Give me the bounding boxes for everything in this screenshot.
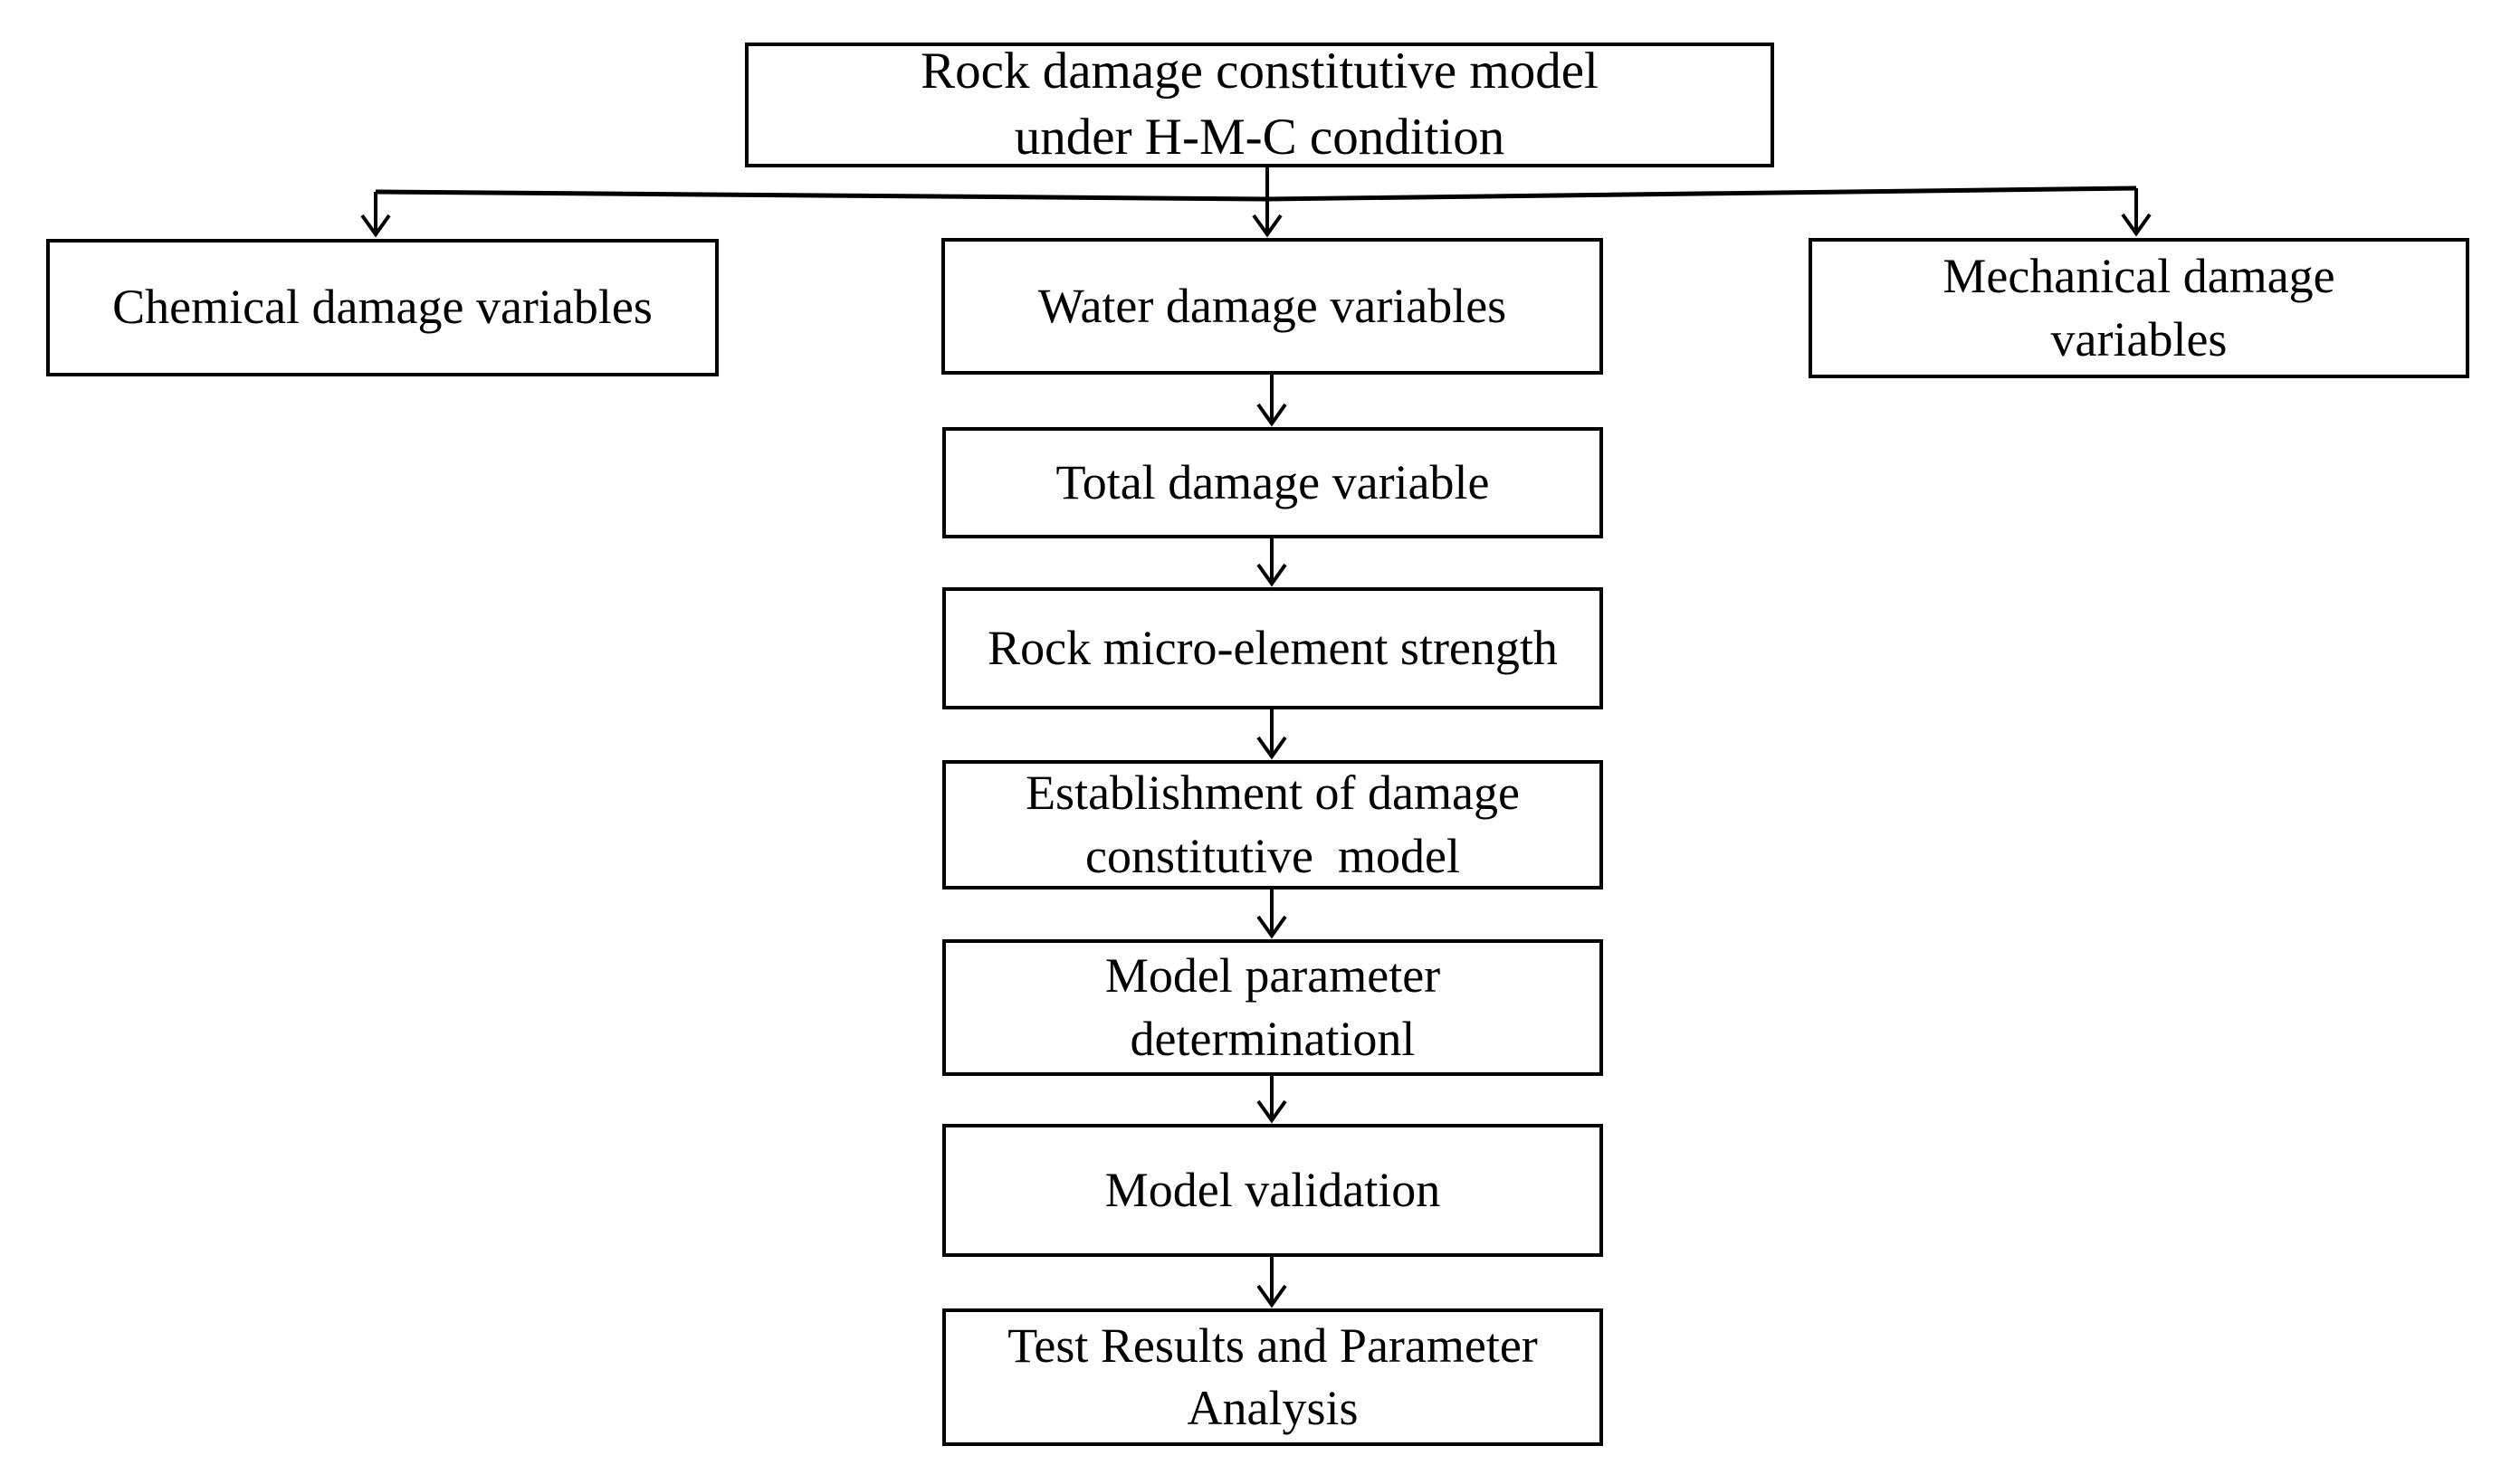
flow-box-chemical-damage-variables: Chemical damage variables	[46, 239, 719, 376]
flow-box-model-parameter-determination: Model parameter determinationl	[942, 939, 1603, 1076]
arrowhead-validation-icon	[1256, 1099, 1287, 1124]
flow-box-water-label: Water damage variables	[1037, 278, 1507, 333]
flow-box-establishment-of-damage-model: Establishment of damage constitutive mod…	[942, 760, 1603, 889]
arrowhead-test-icon	[1256, 1284, 1287, 1308]
flow-box-parameter-label: Model parameter determinationl	[1104, 948, 1441, 1066]
flow-box-rock-micro-element-strength: Rock micro-element strength	[942, 587, 1603, 709]
flow-box-micro-label: Rock micro-element strength	[988, 620, 1558, 675]
flow-box-root-label: Rock damage constitutive model under H-M…	[921, 43, 1599, 166]
arrowhead-total-icon	[1256, 403, 1287, 427]
connector-branch-rail	[375, 186, 2137, 202]
flow-box-model-validation: Model validation	[942, 1124, 1603, 1257]
flow-box-test-label: Test Results and Parameter Analysis	[1007, 1318, 1538, 1435]
flow-box-mechanical-label: Mechanical damage variables	[1942, 249, 2335, 366]
flow-box-validation-label: Model validation	[1104, 1162, 1441, 1217]
arrowhead-mechanical-icon	[2121, 213, 2152, 237]
flow-box-mechanical-damage-variables: Mechanical damage variables	[1809, 238, 2469, 378]
flow-box-water-damage-variables: Water damage variables	[941, 238, 1603, 375]
flow-box-total-damage-variable: Total damage variable	[942, 427, 1603, 538]
arrowhead-chemical-icon	[360, 214, 391, 238]
arrowhead-establishment-icon	[1256, 736, 1287, 760]
flow-box-test-results-parameter-analysis: Test Results and Parameter Analysis	[942, 1308, 1603, 1446]
flow-box-root: Rock damage constitutive model under H-M…	[745, 43, 1774, 167]
flow-box-total-label: Total damage variable	[1055, 454, 1490, 509]
flow-box-establishment-label: Establishment of damage constitutive mod…	[1026, 766, 1520, 883]
arrowhead-micro-icon	[1256, 563, 1287, 587]
arrowhead-parameter-icon	[1256, 915, 1287, 939]
arrowhead-water-icon	[1252, 214, 1283, 238]
flow-box-chemical-label: Chemical damage variables	[112, 280, 653, 335]
